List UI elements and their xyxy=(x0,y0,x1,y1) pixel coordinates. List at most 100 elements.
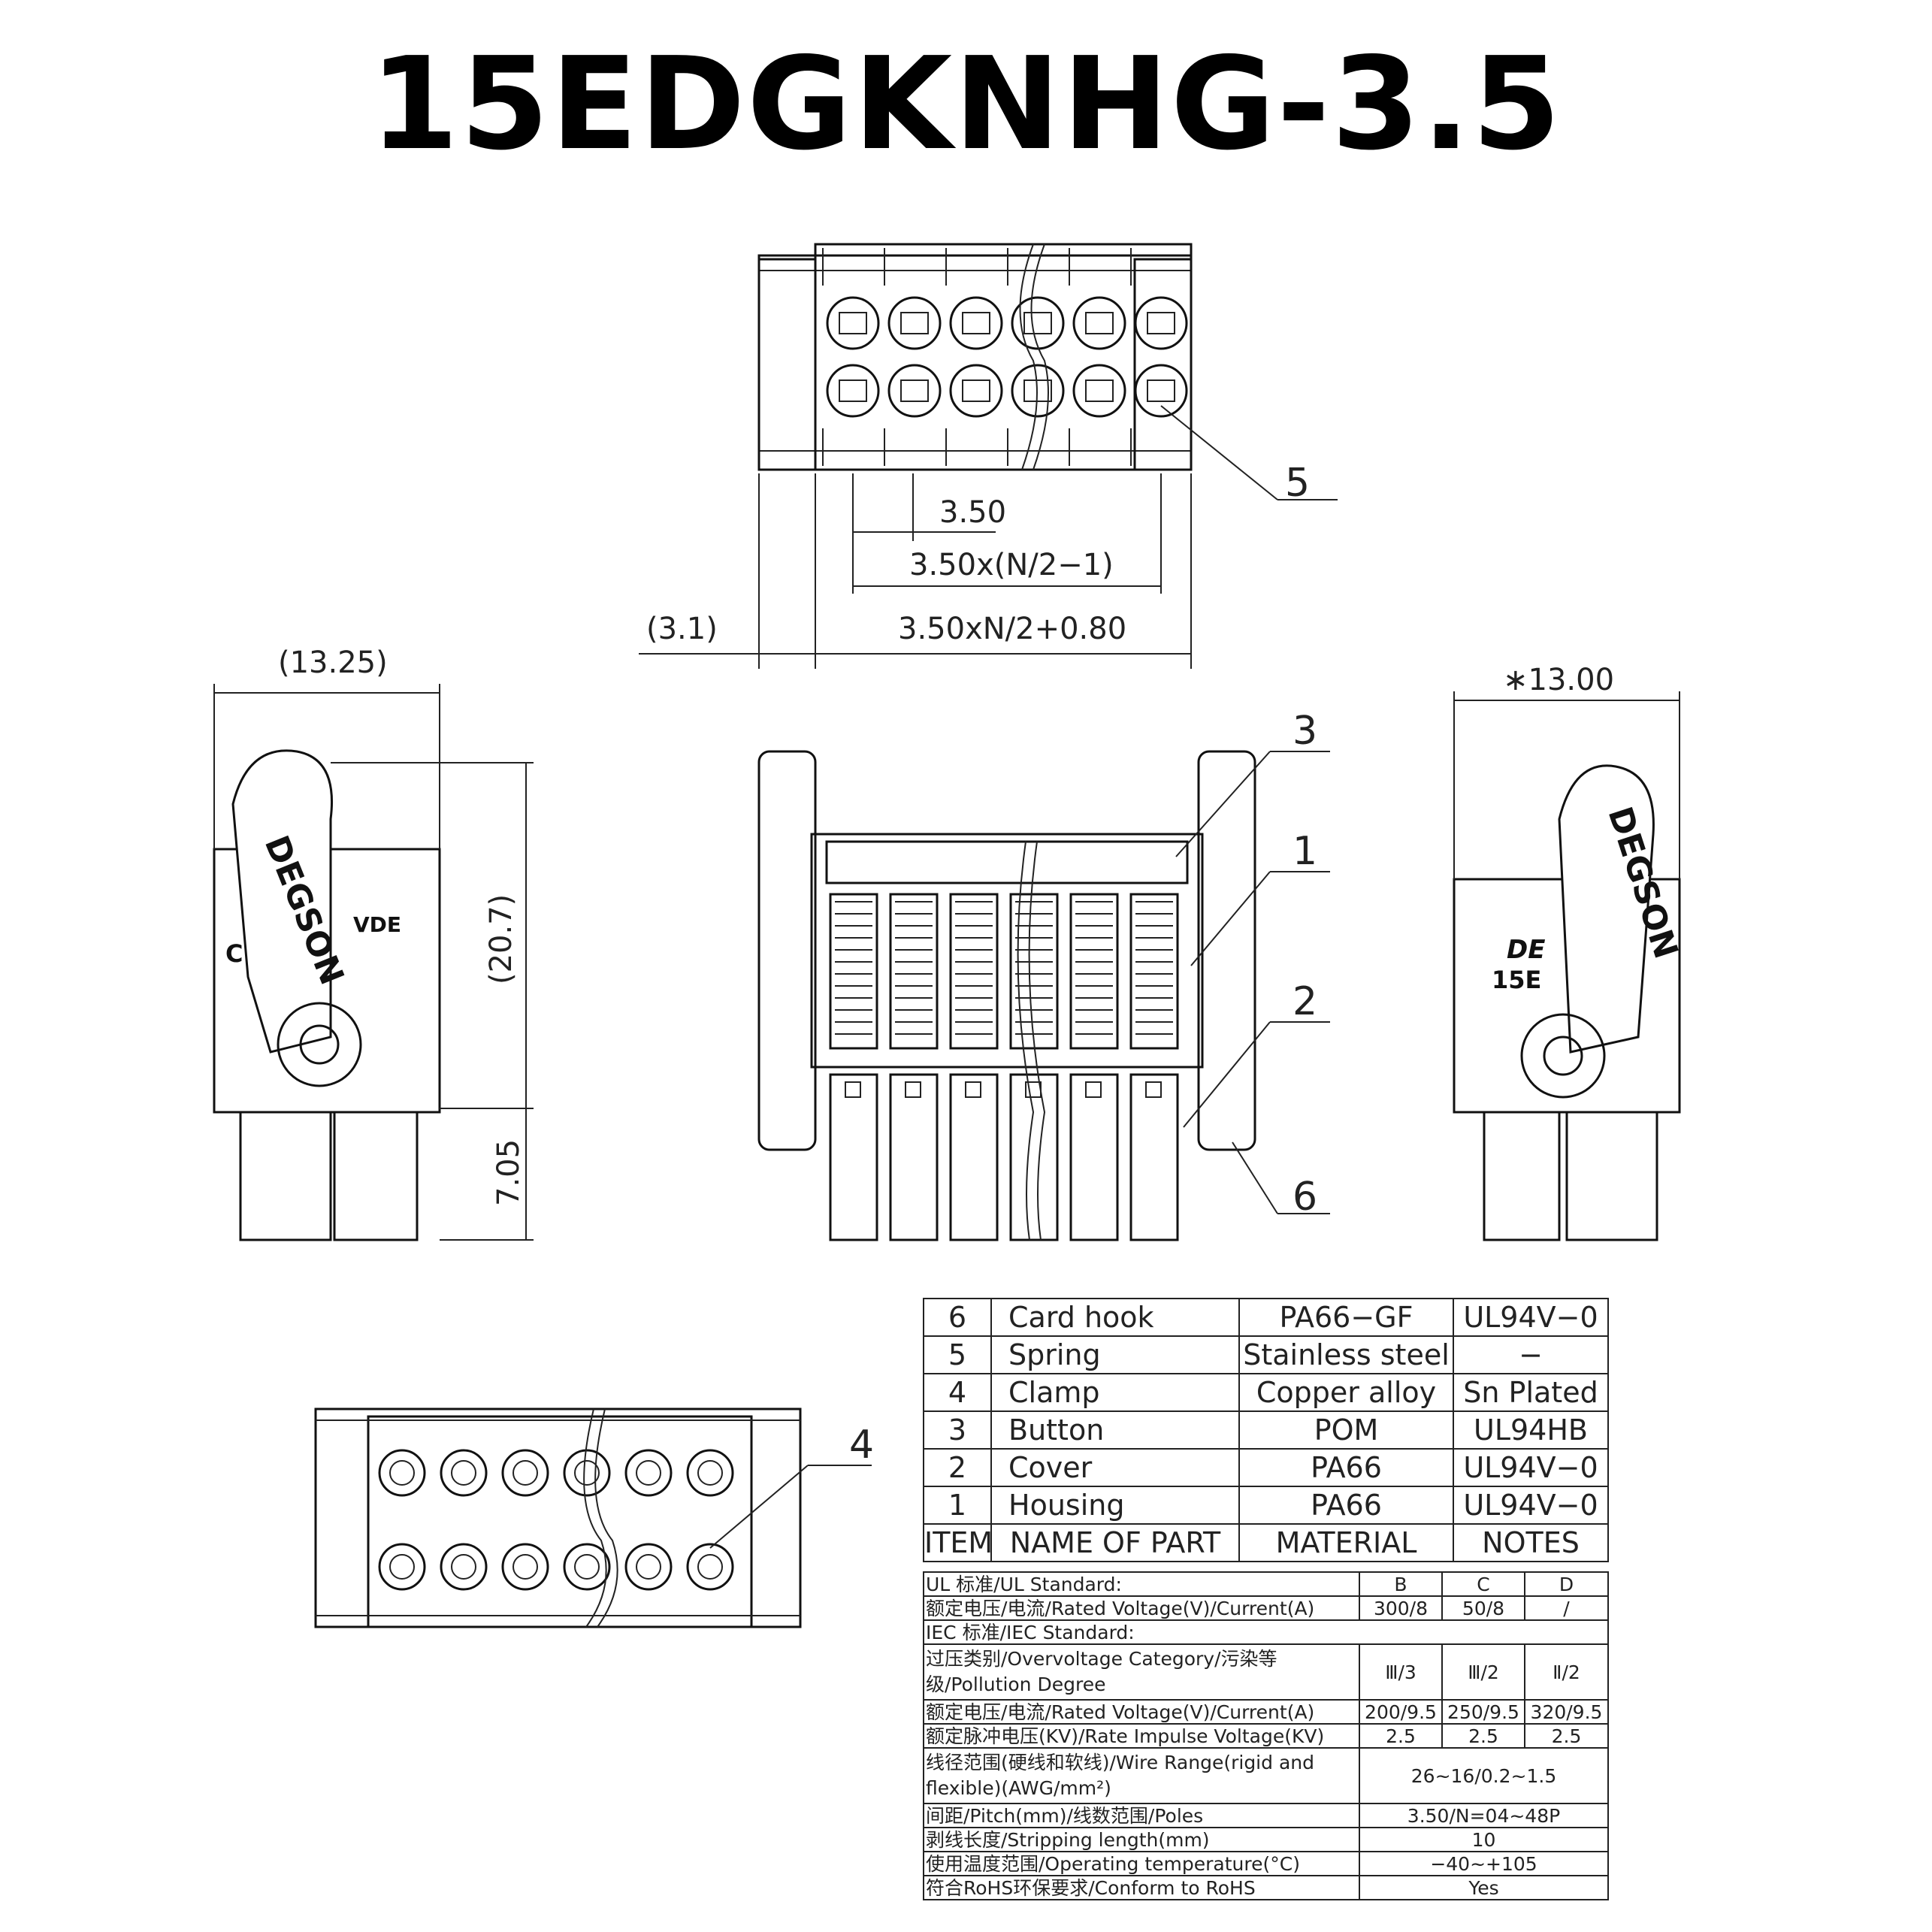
impulse-row: 额定脉冲电压(KV)/Rate Impulse Voltage(KV) 2.5 … xyxy=(923,1723,1609,1749)
overvoltage-b: Ⅲ/3 xyxy=(1359,1643,1443,1701)
part-item-number: 2 xyxy=(923,1448,992,1487)
clamp-center xyxy=(697,1554,723,1580)
overvoltage-label: 过压类别/Overvoltage Category/污染等级/Pollution… xyxy=(923,1643,1360,1701)
pitch-label: 间距/Pitch(mm)/线数范围/Poles xyxy=(923,1803,1360,1828)
overvoltage-row: 过压类别/Overvoltage Category/污染等级/Pollution… xyxy=(923,1643,1609,1701)
hole-clamp xyxy=(1023,312,1052,334)
clamp-hole xyxy=(686,1543,734,1591)
callouts: 5 3 1 2 6 4 xyxy=(709,405,1338,1549)
wire-entry-hole xyxy=(1011,296,1065,350)
clamp-hole xyxy=(563,1543,611,1591)
part-material: PA66 xyxy=(1238,1448,1454,1487)
clamp-center xyxy=(574,1554,600,1580)
offset-dimension: (3.1) xyxy=(646,612,718,646)
guide-window xyxy=(965,1081,981,1098)
impulse-c: 2.5 xyxy=(1441,1723,1525,1749)
right-partial-text-2: 15E xyxy=(1492,966,1541,994)
clamp-hole xyxy=(563,1449,611,1497)
rohs-label: 符合RoHS环保要求/Conform to RoHS xyxy=(923,1875,1360,1900)
left-dimensions: (13.25) (20.7) 7.05 xyxy=(213,646,534,1241)
clamp-center xyxy=(389,1554,415,1580)
temp-row: 使用温度范围/Operating temperature(°C) −40~+10… xyxy=(923,1851,1609,1876)
clamp-hole xyxy=(501,1449,549,1497)
impulse-d: 2.5 xyxy=(1524,1723,1609,1749)
clamp-center xyxy=(451,1460,476,1486)
clamp-center xyxy=(512,1554,538,1580)
wire-entry-hole xyxy=(1134,364,1188,418)
right-dimensions: ∗13.00 xyxy=(1453,663,1680,879)
hole-clamp xyxy=(900,379,929,402)
front-view xyxy=(757,750,1256,1241)
part-material: Stainless steel xyxy=(1238,1335,1454,1374)
clamp-hole xyxy=(440,1449,488,1497)
left-side-view: DEGSON VDE C xyxy=(213,749,441,1241)
hole-clamp xyxy=(1147,312,1175,334)
right-side-view: DEGSON DE 15E xyxy=(1453,764,1686,1241)
header-material: MATERIAL xyxy=(1238,1523,1454,1562)
pitch-dimension: 3.50 xyxy=(939,495,1006,530)
ul-standard-label: UL 标准/UL Standard: xyxy=(923,1571,1360,1597)
side-letter: C xyxy=(225,939,243,968)
header-notes: NOTES xyxy=(1453,1523,1609,1562)
wire-entry-hole xyxy=(826,296,880,350)
part-item-number: 6 xyxy=(923,1298,992,1337)
header-name: NAME OF PART xyxy=(990,1523,1240,1562)
wire-entry-hole xyxy=(887,364,942,418)
ul-rating-row: 额定电压/电流/Rated Voltage(V)/Current(A) 300/… xyxy=(923,1595,1609,1621)
grip-slot xyxy=(889,893,939,1050)
clamp-center xyxy=(636,1460,661,1486)
guide-window xyxy=(1145,1081,1162,1098)
iec-rating-b: 200/9.5 xyxy=(1359,1699,1443,1725)
wire-entry-hole xyxy=(1134,296,1188,350)
wire-entry-hole xyxy=(887,296,942,350)
left-width-dimension: (13.25) xyxy=(278,646,388,680)
part-material: Copper alloy xyxy=(1238,1373,1454,1412)
part-name: Spring xyxy=(990,1335,1240,1374)
ul-rating-b: 300/8 xyxy=(1359,1595,1443,1621)
strip-label: 剥线长度/Stripping length(mm) xyxy=(923,1827,1360,1852)
grip-slot xyxy=(829,893,878,1050)
part-notes: − xyxy=(1453,1335,1609,1374)
hole-clamp xyxy=(1023,379,1052,402)
clamp-center xyxy=(389,1460,415,1486)
lower-height-dimension: 7.05 xyxy=(491,1139,526,1206)
part-item-number: 1 xyxy=(923,1486,992,1525)
ul-col-d: D xyxy=(1524,1571,1609,1597)
vde-mark: VDE xyxy=(353,912,401,937)
callout-3: 3 xyxy=(1293,709,1317,754)
wire-guide xyxy=(829,1073,878,1241)
temp-label: 使用温度范围/Operating temperature(°C) xyxy=(923,1851,1360,1876)
part-notes: Sn Plated xyxy=(1453,1373,1609,1412)
total-span-dimension: 3.50xN/2+0.80 xyxy=(898,612,1126,646)
part-notes: UL94HB xyxy=(1453,1410,1609,1450)
rohs-row: 符合RoHS环保要求/Conform to RoHS Yes xyxy=(923,1875,1609,1900)
overvoltage-c: Ⅲ/2 xyxy=(1441,1643,1525,1701)
callout-6: 6 xyxy=(1293,1175,1317,1220)
part-name: Clamp xyxy=(990,1373,1240,1412)
pitch-value: 3.50/N=04~48P xyxy=(1359,1803,1609,1828)
grip-slot xyxy=(1129,893,1179,1050)
spec-table: UL 标准/UL Standard: B C D 额定电压/电流/Rated V… xyxy=(923,1571,1609,1900)
ul-col-b: B xyxy=(1359,1571,1443,1597)
wire-guide xyxy=(1009,1073,1059,1241)
grip-slot xyxy=(1069,893,1119,1050)
ul-col-c: C xyxy=(1441,1571,1525,1597)
hole-clamp xyxy=(900,312,929,334)
ul-rating-label: 额定电压/电流/Rated Voltage(V)/Current(A) xyxy=(923,1595,1360,1621)
temp-value: −40~+105 xyxy=(1359,1851,1609,1876)
part-name: Card hook xyxy=(990,1298,1240,1337)
iec-rating-label: 额定电压/电流/Rated Voltage(V)/Current(A) xyxy=(923,1699,1360,1725)
part-material: PA66−GF xyxy=(1238,1298,1454,1337)
clamp-center xyxy=(636,1554,661,1580)
part-item-number: 5 xyxy=(923,1335,992,1374)
clamp-hole xyxy=(624,1449,673,1497)
rohs-value: Yes xyxy=(1359,1875,1609,1900)
clamp-hole xyxy=(686,1449,734,1497)
page-title: 15EDGKNHG-3.5 xyxy=(370,30,1562,179)
